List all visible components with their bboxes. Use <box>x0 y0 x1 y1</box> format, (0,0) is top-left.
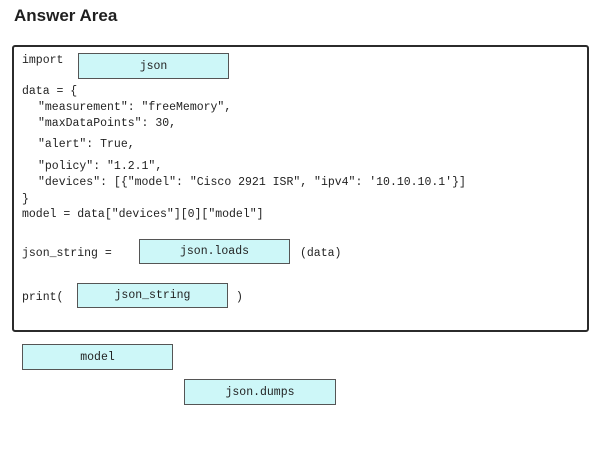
data-open-line: data = { <box>22 85 78 98</box>
print-open: print( <box>22 291 64 304</box>
alert-line: "alert": True, <box>38 138 135 151</box>
print-argument-drop-slot[interactable]: json_string <box>77 283 228 308</box>
import-keyword: import <box>22 54 64 67</box>
model-line: model = data["devices"][0]["model"] <box>22 208 264 221</box>
maxdatapoints-line: "maxDataPoints": 30, <box>38 117 177 130</box>
json-string-drop-slot[interactable]: json.loads <box>139 239 290 264</box>
measurement-line: "measurement": "freeMemory", <box>38 101 232 114</box>
answer-area-title: Answer Area <box>14 6 118 25</box>
data-close-line: } <box>22 193 29 206</box>
devices-line: "devices": [{"model": "Cisco 2921 ISR", … <box>38 176 466 189</box>
option-json-dumps[interactable]: json.dumps <box>184 379 336 405</box>
data-argument: (data) <box>300 247 342 260</box>
json-string-assign: json_string = <box>22 247 112 260</box>
print-close: ) <box>236 291 243 304</box>
option-model[interactable]: model <box>22 344 173 370</box>
policy-line: "policy": "1.2.1", <box>38 160 163 173</box>
import-drop-slot[interactable]: json <box>78 53 229 79</box>
